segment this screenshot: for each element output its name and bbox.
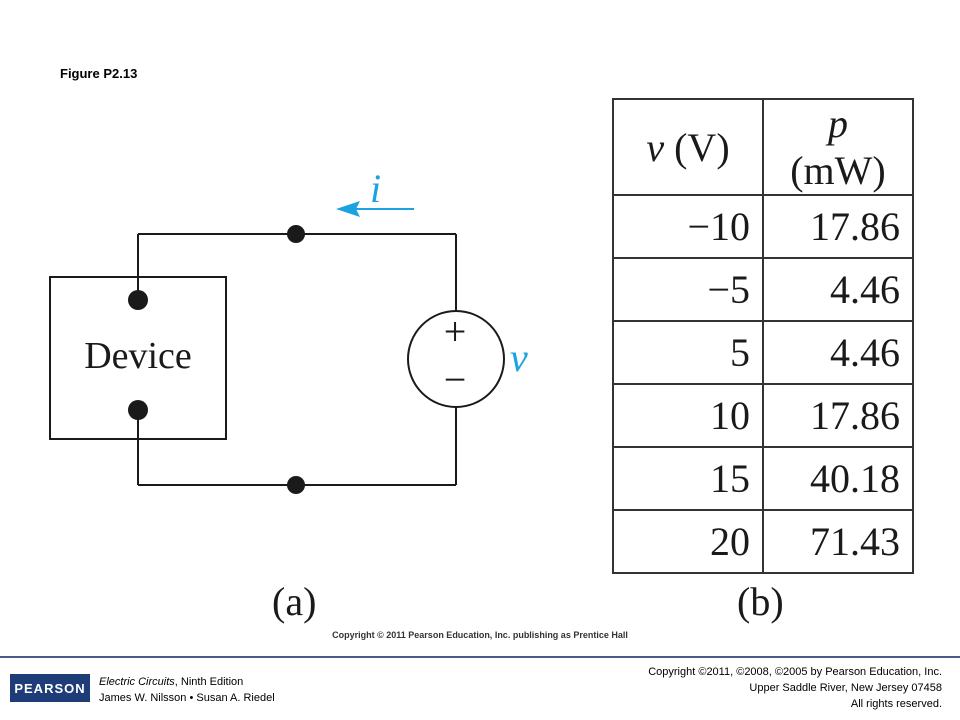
book-authors: James W. Nilsson • Susan A. Riedel bbox=[99, 692, 275, 704]
header-voltage: v (V) bbox=[612, 98, 764, 196]
node-bottom bbox=[287, 476, 305, 494]
header-power: p (mW) bbox=[762, 98, 914, 196]
book-edition: , Ninth Edition bbox=[174, 676, 244, 688]
device-box bbox=[49, 276, 227, 440]
cell-voltage: 5 bbox=[612, 320, 764, 385]
plus-sign: + bbox=[443, 309, 467, 354]
cell-voltage: −10 bbox=[612, 194, 764, 259]
minus-sign: − bbox=[443, 357, 467, 402]
table-header-row: v (V) p (mW) bbox=[612, 98, 914, 196]
cell-power: 17.86 bbox=[762, 194, 914, 259]
current-label: i bbox=[370, 166, 382, 211]
rights-line-1: Copyright ©2011, ©2008, ©2005 by Pearson… bbox=[648, 666, 942, 678]
device-terminal-top bbox=[128, 290, 148, 310]
voltage-source bbox=[407, 310, 505, 408]
rights-info: Copyright ©2011, ©2008, ©2005 by Pearson… bbox=[648, 664, 942, 712]
footer-divider bbox=[0, 656, 960, 658]
copyright-notice: Copyright © 2011 Pearson Education, Inc.… bbox=[332, 630, 628, 640]
cell-power: 4.46 bbox=[762, 320, 914, 385]
pearson-logo: PEARSON bbox=[10, 674, 90, 702]
cell-voltage: 10 bbox=[612, 383, 764, 448]
current-arrow-head bbox=[336, 201, 360, 217]
header-power-var: p bbox=[828, 101, 848, 146]
header-voltage-var: v bbox=[646, 124, 665, 170]
cell-power: 17.86 bbox=[762, 383, 914, 448]
subfigure-a-label: (a) bbox=[272, 579, 317, 624]
book-title-line: Electric Circuits, Ninth Edition bbox=[99, 674, 275, 690]
header-voltage-unit: (V) bbox=[664, 124, 730, 170]
cell-power: 4.46 bbox=[762, 257, 914, 322]
book-info: Electric Circuits, Ninth Edition James W… bbox=[99, 674, 275, 706]
voltage-label: v bbox=[510, 335, 528, 380]
cell-power: 40.18 bbox=[762, 446, 914, 511]
rights-line-2: Upper Saddle River, New Jersey 07458 bbox=[749, 682, 942, 694]
cell-voltage: −5 bbox=[612, 257, 764, 322]
header-power-unit: (mW) bbox=[790, 148, 886, 193]
cell-voltage: 20 bbox=[612, 509, 764, 574]
subfigure-b-label: (b) bbox=[737, 579, 784, 624]
cell-voltage: 15 bbox=[612, 446, 764, 511]
node-top bbox=[287, 225, 305, 243]
book-title: Electric Circuits bbox=[99, 676, 175, 688]
device-label: Device bbox=[84, 335, 192, 377]
cell-power: 71.43 bbox=[762, 509, 914, 574]
pearson-logo-text: PEARSON bbox=[14, 680, 86, 696]
rights-line-3: All rights reserved. bbox=[850, 698, 942, 710]
figure-label: Figure P2.13 bbox=[60, 66, 138, 81]
device-terminal-bottom bbox=[128, 400, 148, 420]
